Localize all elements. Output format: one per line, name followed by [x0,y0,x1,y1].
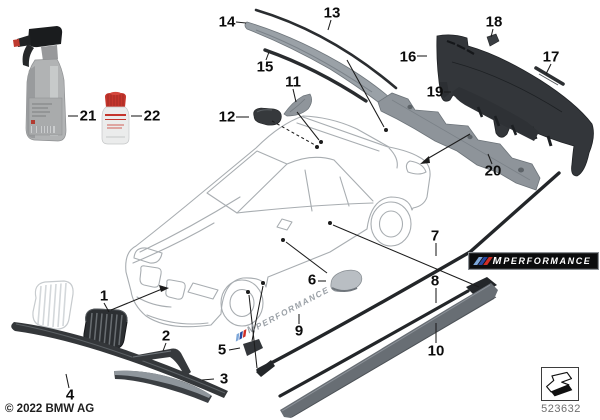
callout-11[interactable]: 11 [285,73,301,91]
badge-m-letter: M [492,255,502,267]
callout-22[interactable]: 22 [143,107,161,125]
car-outline [125,115,431,328]
callout-4[interactable]: 4 [65,386,75,404]
image-number-text: 523632 [541,403,581,415]
callout-13[interactable]: 13 [323,4,341,22]
part-13-spoiler-lip [254,8,398,90]
part-15-spoiler-lip [263,48,368,103]
part-10-side-skirt [280,283,498,418]
callout-3[interactable]: 3 [219,370,229,388]
part-2-corner-trim [132,348,191,377]
callout-16[interactable]: 16 [399,48,417,66]
callout-7[interactable]: 7 [430,227,440,245]
callout-18[interactable]: 18 [485,13,503,31]
leader-lines [65,19,552,389]
part-7-sill-strip [256,171,561,377]
callout-8[interactable]: 8 [430,272,440,290]
additive-bottle [101,91,130,145]
part-11-antenna-fin [283,93,312,117]
part-19-diffuser-insert [452,87,539,141]
part-20-bracket-panel [377,92,541,191]
callout-2[interactable]: 2 [161,327,171,345]
callout-17[interactable]: 17 [542,48,560,66]
part-3-corner-blade [114,370,212,403]
badge-label: PERFORMANCE [503,256,592,266]
spray-nozzle-tip [13,39,20,47]
callout-14[interactable]: 14 [218,13,236,31]
part-18-clip [486,33,500,47]
part-8-sill-strip [278,277,497,398]
part-1-grille-ghost [32,280,74,330]
callout-20[interactable]: 20 [484,162,502,180]
page-arrow-icon [546,371,573,397]
leader-endpoints [159,128,430,294]
callout-19[interactable]: 19 [426,83,444,101]
spray-bottle [13,26,67,142]
copyright-text: © 2022 BMW AG [5,403,95,415]
callout-15[interactable]: 15 [256,58,274,76]
callout-21[interactable]: 21 [79,107,97,125]
callout-5[interactable]: 5 [217,341,227,359]
callout-1[interactable]: 1 [99,287,109,305]
page-arrow-box[interactable] [541,367,579,401]
callout-10[interactable]: 10 [427,342,445,360]
part-1-grille [83,308,128,350]
part-17-trim-strip [534,66,565,86]
part-4-front-splitter [11,322,228,398]
callout-6[interactable]: 6 [307,271,317,289]
part-12-cap [253,107,282,126]
m-performance-badge: M PERFORMANCE [469,253,598,269]
callout-12[interactable]: 12 [218,108,236,126]
part-5-sill-attachment [243,339,263,356]
part-6-mirror-cap [330,269,363,292]
callout-9[interactable]: 9 [294,322,304,340]
